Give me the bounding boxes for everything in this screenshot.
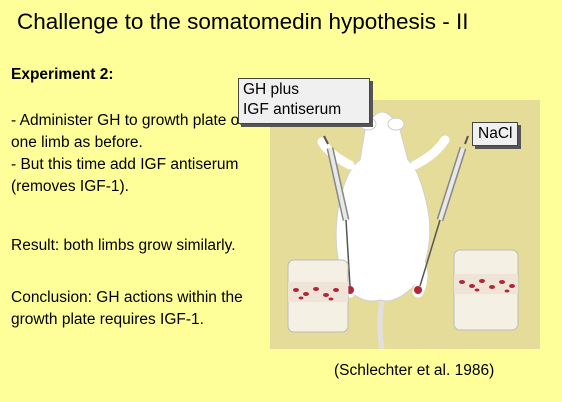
bullet-item: - But this time add IGF antiserum (remov…: [11, 156, 239, 195]
bullet-list: - Administer GH to growth plate of one l…: [11, 110, 261, 198]
citation: (Schlechter et al. 1986): [334, 362, 495, 379]
label-line: IGF antiserum: [243, 101, 342, 118]
rat-illustration: [287, 111, 519, 350]
rat-body: [335, 111, 431, 302]
syringe-left-icon: [323, 135, 351, 287]
bullet-item: - Administer GH to growth plate of one l…: [11, 112, 244, 151]
injection-site: [414, 286, 422, 294]
syringe-right-icon: [419, 135, 469, 287]
experiment-heading: Experiment 2:: [11, 66, 114, 83]
label-nacl: NaCl: [472, 122, 519, 146]
rat-tail: [377, 299, 385, 350]
slide-title: Challenge to the somatomedin hypothesis …: [17, 9, 469, 34]
label-line: GH plus: [243, 81, 299, 98]
growth-plate-left-icon: [287, 259, 349, 333]
rat-ear: [387, 117, 405, 131]
conclusion-text: Conclusion: GH actions within the growth…: [11, 289, 243, 328]
growth-plate-right-icon: [453, 249, 519, 331]
rat-front-leg: [410, 135, 450, 170]
label-gh-igf-antiserum: GH plus IGF antiserum: [238, 78, 370, 124]
result-text: Result: both limbs grow similarly.: [11, 237, 236, 254]
